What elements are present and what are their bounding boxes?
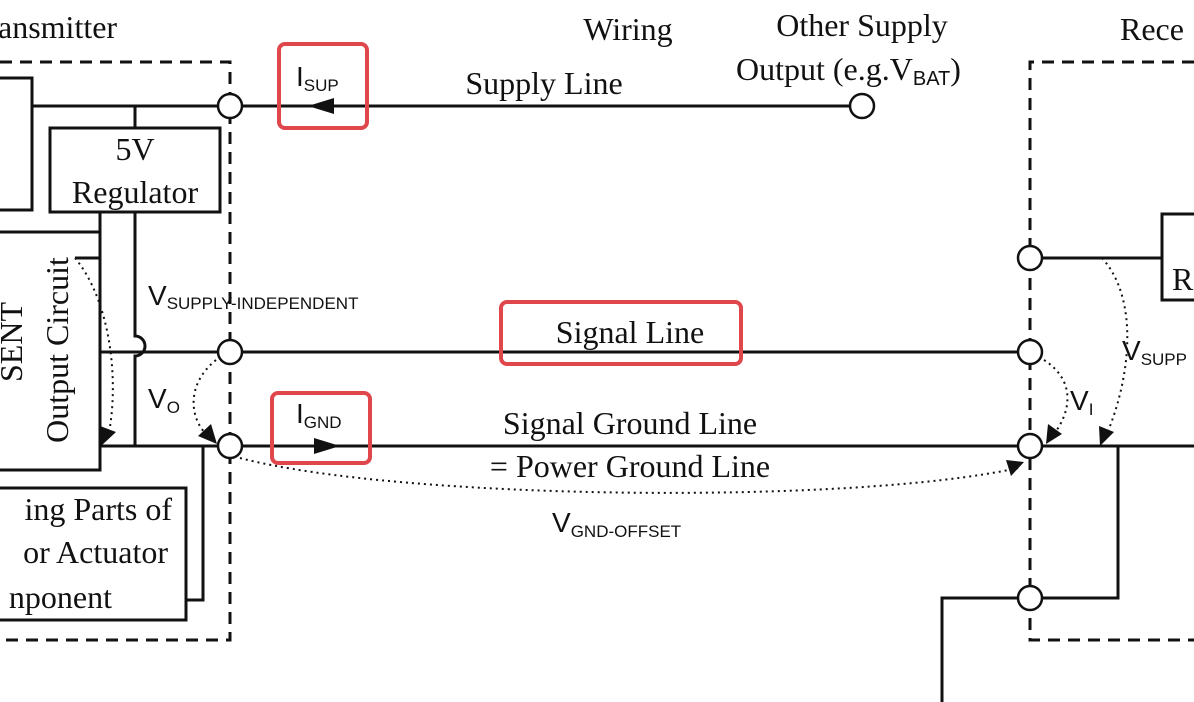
v-supply-independent-label: VSUPPLY-INDEPENDENT [148, 280, 358, 313]
receiver-ground-drop-wire [1042, 446, 1120, 600]
vi-arrow [1043, 359, 1069, 435]
v-supply-independent-arrow [74, 257, 114, 439]
vi-arrowhead [1046, 424, 1062, 444]
vo-arrowhead [198, 424, 217, 444]
v-supply-independent-arrowhead [100, 426, 116, 446]
regulator-ground-wire [133, 212, 147, 446]
output-circuit-label: Output Circuit [39, 257, 75, 443]
receiver-boundary [1028, 60, 1194, 642]
remaining-parts-line1: ing Parts of [24, 491, 172, 527]
remaining-parts-line3: nponent [9, 579, 112, 615]
wiring-title: Wiring [583, 11, 672, 47]
transmitter-supply-terminal [216, 92, 244, 120]
other-supply-label-line2: Output (e.g.VBAT) [736, 51, 961, 90]
i-sup-highlight [277, 42, 369, 130]
transmitter-boundary [0, 60, 232, 642]
transmitter-ground-terminal [216, 432, 244, 460]
remaining-parts-ground-wire [186, 446, 205, 602]
receiver-box [1160, 212, 1194, 302]
transmitter-signal-terminal [216, 338, 244, 366]
i-sup-arrowhead [308, 98, 334, 114]
i-sup-label: ISUP [296, 61, 339, 95]
other-supply-terminal [848, 92, 876, 120]
receiver-signal-terminal [1016, 338, 1044, 366]
remaining-parts-box [0, 486, 188, 622]
power-ground-line-label: = Power Ground Line [490, 448, 770, 484]
v-supply-receiver-arrowhead [1099, 426, 1114, 446]
i-gnd-arrowhead [314, 438, 340, 454]
receiver-box-label: R [1172, 261, 1194, 297]
receiver-title: Rece [1120, 11, 1184, 47]
i-gnd-highlight [270, 391, 372, 465]
regulator-label-line1: 5V [115, 131, 154, 167]
transmitter-title: ansmitter [0, 9, 117, 45]
other-supply-label-line1: Other Supply [776, 7, 948, 43]
vi-label: VI [1070, 385, 1093, 419]
regulator-label-line2: Regulator [72, 174, 199, 210]
receiver-supply-terminal [1016, 244, 1044, 272]
regulator-output-wire [75, 212, 102, 260]
signal-line-highlight [499, 300, 743, 366]
transmitter-top-block [0, 76, 34, 212]
sent-output-circuit-box [0, 230, 102, 472]
external-ground-wire [940, 596, 1018, 702]
supply-line-label: Supply Line [465, 65, 622, 101]
signal-ground-line-label: Signal Ground Line [503, 405, 757, 441]
v-gnd-offset-label: VGND-OFFSET [552, 507, 681, 541]
remaining-parts-line2: or Actuator [23, 534, 168, 570]
receiver-ground-terminal [1016, 432, 1044, 460]
v-gnd-offset-arrowhead [1006, 460, 1024, 476]
i-gnd-label: IGND [296, 398, 342, 432]
vo-label: VO [148, 383, 180, 417]
v-supply-receiver-label: VSUPP [1122, 335, 1187, 369]
sent-label: SENT [0, 302, 29, 382]
signal-line-label: Signal Line [556, 314, 704, 350]
vo-arrow [192, 359, 217, 437]
receiver-external-ground-terminal [1016, 584, 1044, 612]
v-supply-receiver-arrow [1101, 257, 1129, 437]
